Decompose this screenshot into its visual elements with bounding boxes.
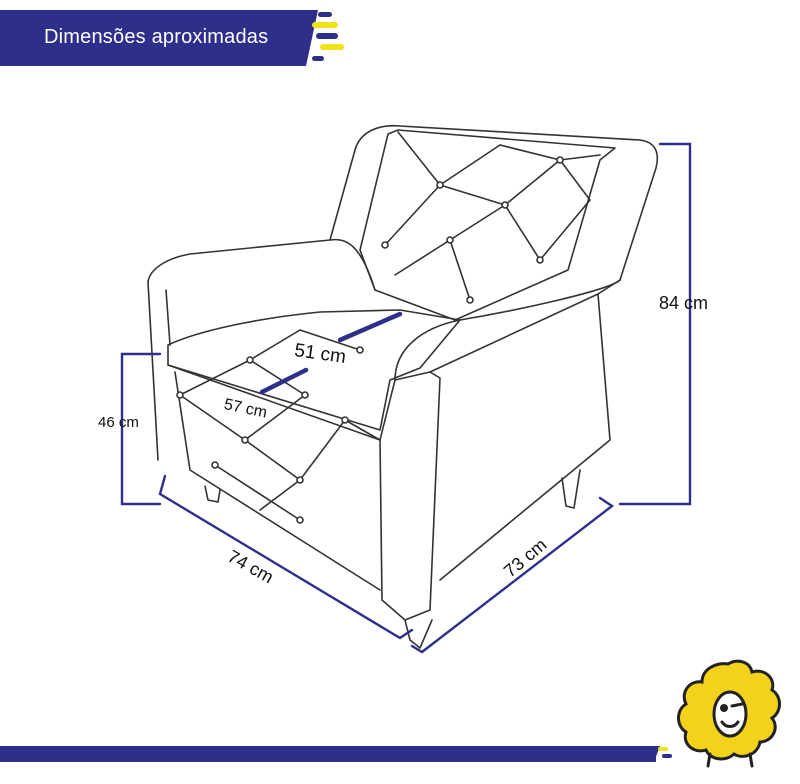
front-leg bbox=[404, 619, 433, 649]
header-banner bbox=[0, 10, 305, 66]
header-banner-tail bbox=[290, 10, 344, 66]
dimension-lines bbox=[120, 142, 692, 654]
right-arm-front bbox=[404, 371, 441, 621]
header-stripe bbox=[318, 12, 332, 17]
armchair-drawing bbox=[147, 124, 659, 649]
header-stripe bbox=[316, 33, 338, 39]
backrest-outline bbox=[354, 124, 659, 281]
width-line bbox=[158, 474, 414, 640]
seat-depth-line bbox=[259, 367, 309, 395]
seat-height-label: 46 cm bbox=[98, 414, 139, 431]
right-arm-top bbox=[394, 279, 621, 381]
left-leg bbox=[204, 485, 221, 503]
seat-width-line bbox=[337, 311, 403, 343]
seat-height-line bbox=[120, 352, 162, 506]
page-title: Dimensões aproximadas bbox=[44, 26, 269, 48]
height-total-line bbox=[618, 142, 692, 506]
back-leg bbox=[561, 469, 581, 509]
header-stripe bbox=[312, 56, 324, 61]
left-arm-front bbox=[147, 281, 159, 461]
backrest-left-edge bbox=[329, 149, 356, 241]
header-stripe-yellow bbox=[312, 22, 338, 28]
right-side-panel bbox=[439, 293, 611, 581]
seat-front-edge bbox=[174, 371, 381, 591]
header-stripe-yellow bbox=[320, 44, 344, 50]
seat-cushion bbox=[167, 309, 461, 431]
footer-bar bbox=[0, 746, 656, 762]
footer-bar-tail bbox=[640, 746, 672, 762]
depth-line bbox=[410, 496, 615, 654]
height-total-label: 84 cm bbox=[659, 293, 709, 313]
sheep-mascot-icon bbox=[677, 659, 781, 768]
left-arm-top bbox=[147, 238, 376, 291]
seat-dimension-lines bbox=[259, 311, 403, 395]
